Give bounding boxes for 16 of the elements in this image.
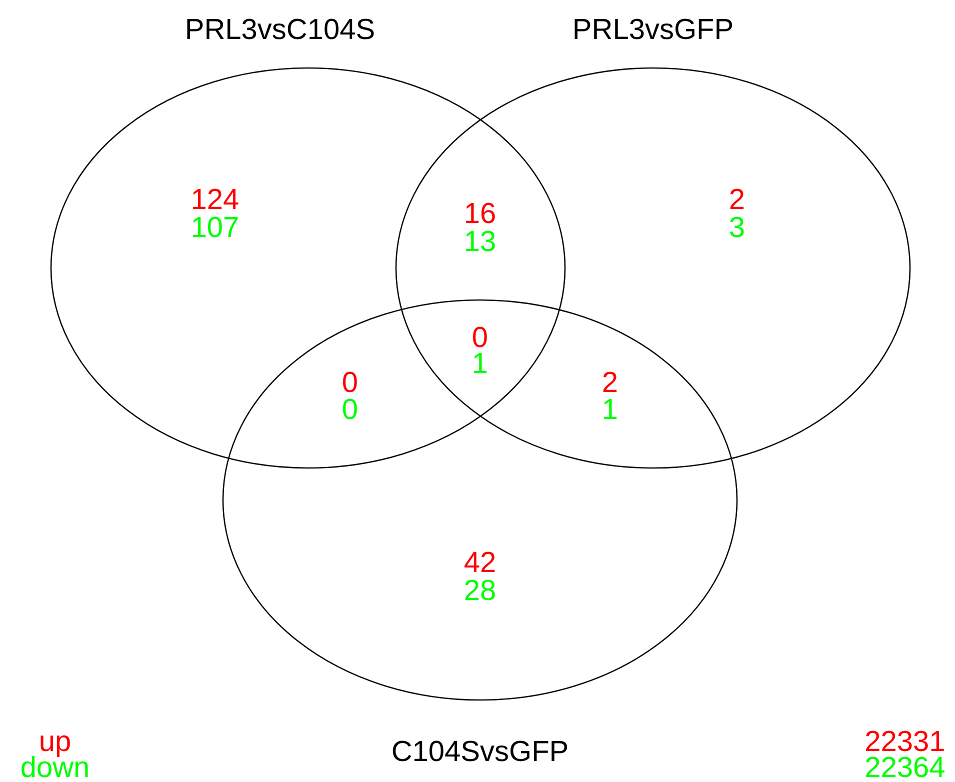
region-count: 28 (464, 576, 496, 606)
set-label: PRL3vsC104S (184, 15, 376, 45)
region-count: 3 (728, 213, 746, 243)
region-count: 2 (602, 368, 618, 398)
region-count: 124 (190, 185, 240, 215)
region-count: 0 (342, 368, 358, 398)
region-count: 107 (190, 213, 240, 243)
legend-label: up (38, 727, 72, 757)
region-count: 0 (342, 395, 358, 425)
region-count: 2 (728, 185, 746, 215)
set-label: PRL3vsGFP (572, 15, 734, 45)
region-count: 16 (464, 199, 496, 229)
region-count: 13 (464, 227, 496, 257)
set-label: C104SvsGFP (391, 737, 569, 767)
region-count: 1 (602, 395, 618, 425)
region-count: 42 (464, 548, 496, 578)
